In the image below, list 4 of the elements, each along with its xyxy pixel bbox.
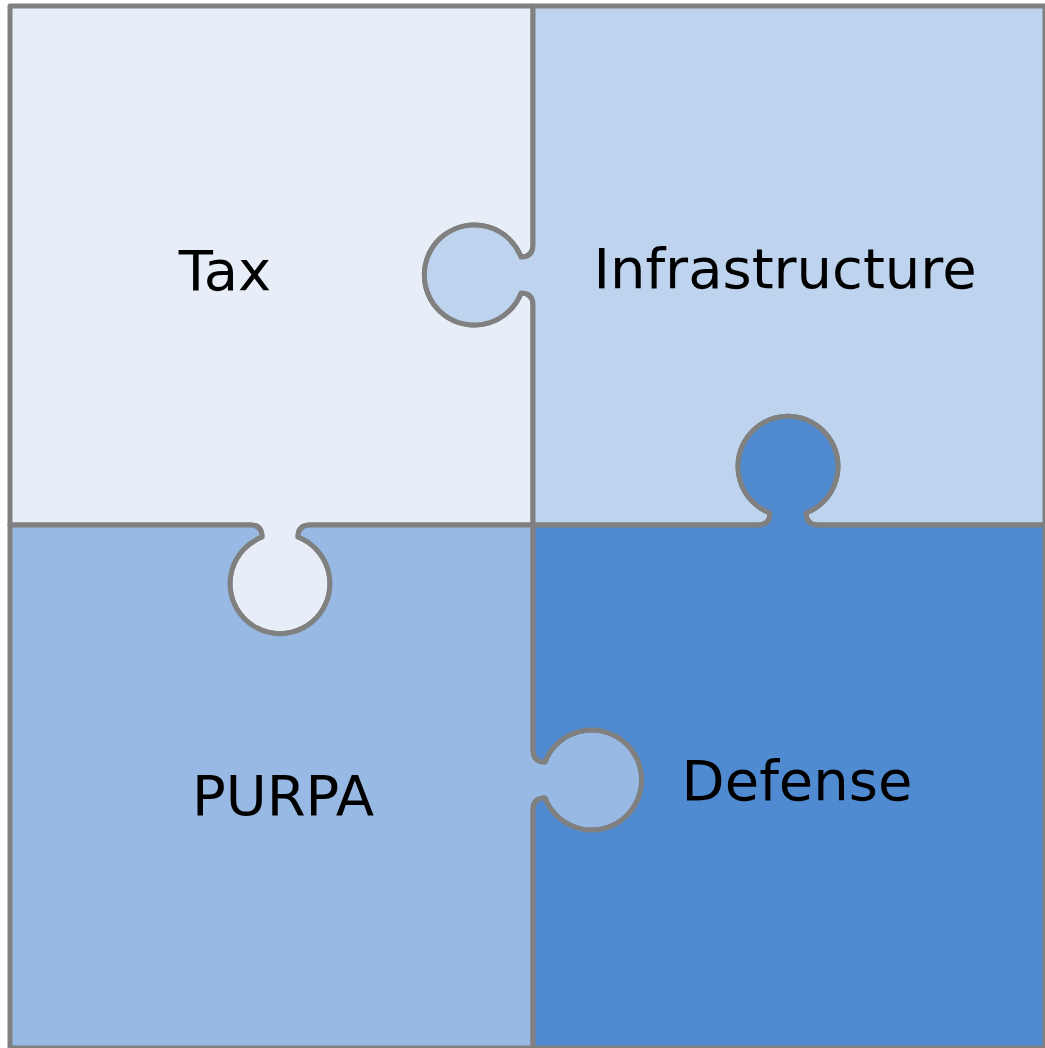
- piece-label: PURPA: [191, 762, 375, 828]
- piece-label: Defense: [681, 747, 913, 813]
- piece-label: Infrastructure: [593, 235, 977, 301]
- piece-label: Tax: [178, 237, 272, 303]
